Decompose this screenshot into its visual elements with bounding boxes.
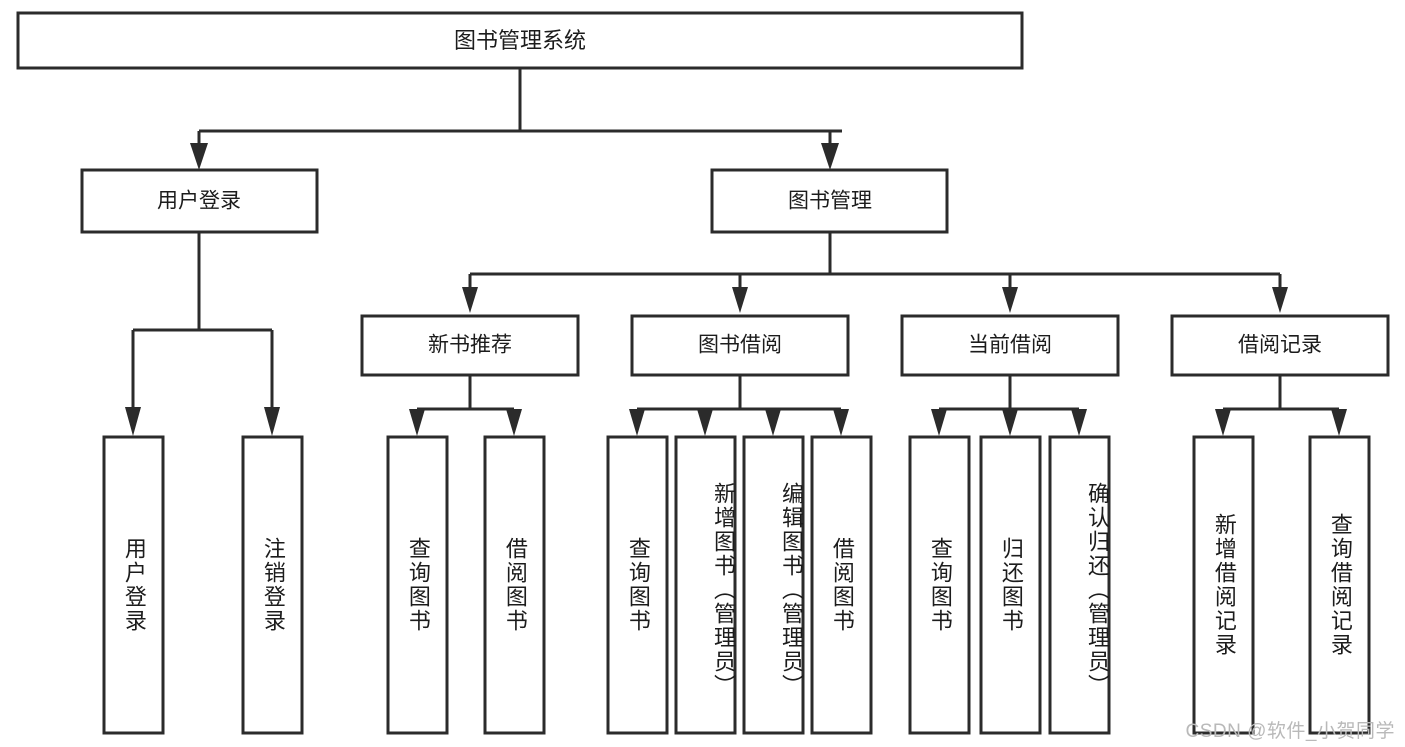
- leaf-box-confirm-return[interactable]: [1048, 435, 1111, 735]
- connector-group-book-management: [462, 232, 1288, 313]
- node-root-label: 图书管理系统: [454, 28, 586, 53]
- arrow-head-leaf-query-record: [1331, 409, 1347, 436]
- node-new-book-recommend[interactable]: 新书推荐: [360, 314, 580, 377]
- arrow-head-leaf-logout: [264, 407, 280, 436]
- leaf-box-query-book-a[interactable]: [386, 435, 449, 735]
- leaf-box-add-book[interactable]: [674, 435, 737, 735]
- node-new-book-recommend-label: 新书推荐: [428, 334, 512, 357]
- arrow-head-leaf-query-book-a: [409, 409, 425, 436]
- node-user-login-box[interactable]: [80, 168, 319, 234]
- node-book-borrow-label: 图书借阅: [698, 334, 782, 357]
- node-book-borrow[interactable]: 图书借阅: [630, 314, 850, 377]
- leaf-box-logout[interactable]: [241, 435, 304, 735]
- leaf-box-borrow-book-b[interactable]: [810, 435, 873, 735]
- node-current-borrow-label: 当前借阅: [968, 334, 1052, 357]
- connector-group-new-book-recommend: [409, 375, 522, 436]
- connector-group-current-borrow: [931, 375, 1087, 436]
- connector-group-book-borrow: [629, 375, 849, 436]
- node-borrow-record[interactable]: 借阅记录: [1170, 314, 1390, 377]
- node-current-borrow[interactable]: 当前借阅: [900, 314, 1120, 377]
- node-book-management[interactable]: 图书管理: [710, 168, 949, 234]
- leaf-box-borrow-book-a[interactable]: [483, 435, 546, 735]
- node-borrow-record-box[interactable]: [1170, 314, 1390, 377]
- leaf-box-return-book[interactable]: [979, 435, 1042, 735]
- arrow-head-leaf-edit-book: [765, 409, 781, 436]
- connector-group-user-login: [125, 232, 280, 436]
- node-new-book-recommend-box[interactable]: [360, 314, 580, 377]
- arrow-head-book-mgmt: [821, 143, 839, 170]
- arrow-head-borrow-record: [1272, 287, 1288, 313]
- node-user-login[interactable]: 用户登录: [80, 168, 319, 234]
- leaf-box-query-book-b[interactable]: [606, 435, 669, 735]
- connector-group-root: [190, 68, 842, 170]
- leaf-box-query-book-c[interactable]: [908, 435, 971, 735]
- leaf-box-add-record[interactable]: [1192, 435, 1255, 735]
- node-current-borrow-box[interactable]: [900, 314, 1120, 377]
- node-user-login-label: 用户登录: [157, 190, 241, 213]
- arrow-head-leaf-borrow-book-a: [506, 409, 522, 436]
- leaf-box-user-login[interactable]: [102, 435, 165, 735]
- arrow-head-leaf-user-login: [125, 407, 141, 436]
- leaf-box-query-record[interactable]: [1308, 435, 1371, 735]
- arrow-head-leaf-borrow-book-b: [833, 409, 849, 436]
- connector-group-borrow-record: [1215, 375, 1347, 436]
- csdn-watermark: CSDN @软件_小贺同学: [1185, 721, 1395, 742]
- node-borrow-record-label: 借阅记录: [1238, 334, 1322, 357]
- arrow-head-new-book-recommend: [462, 287, 478, 313]
- arrow-head-leaf-query-book-c: [931, 409, 947, 436]
- node-root[interactable]: 图书管理系统: [16, 11, 1024, 70]
- arrow-head-leaf-add-record: [1215, 409, 1231, 436]
- node-book-borrow-box[interactable]: [630, 314, 850, 377]
- node-root-box[interactable]: [16, 11, 1024, 70]
- node-book-management-label: 图书管理: [788, 190, 872, 213]
- arrow-head-user-login: [190, 143, 208, 170]
- leaf-box-edit-book[interactable]: [742, 435, 805, 735]
- arrow-head-book-borrow: [732, 287, 748, 313]
- arrow-head-leaf-return-book: [1002, 409, 1018, 436]
- arrow-head-leaf-add-book: [697, 409, 713, 436]
- arrow-head-leaf-confirm-return: [1071, 409, 1087, 436]
- arrow-head-leaf-query-book-b: [629, 409, 645, 436]
- arrow-head-current-borrow: [1002, 287, 1018, 313]
